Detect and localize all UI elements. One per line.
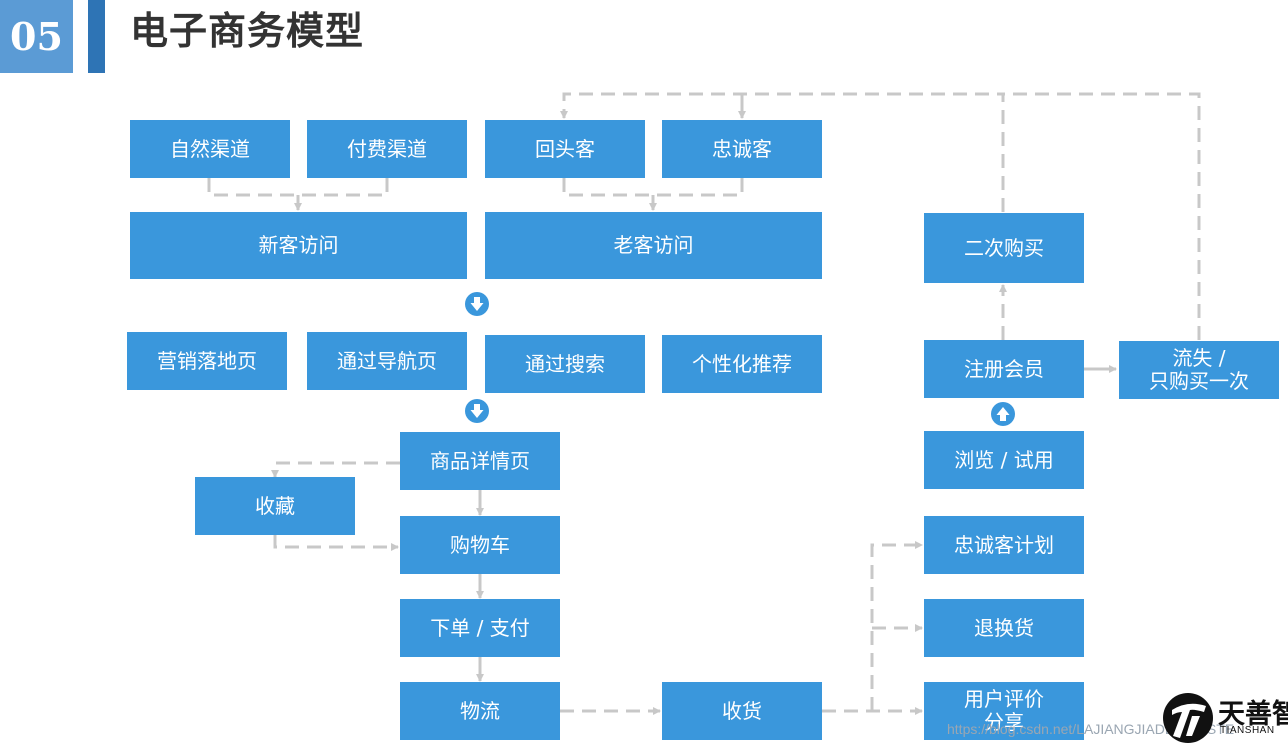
node-order-pay: 下单 / 支付	[400, 599, 560, 657]
connector-second-purchase-loop	[560, 92, 1005, 212]
connector-receive-to-loyalty-plan	[870, 541, 923, 711]
arrow-down-circle-icon	[465, 292, 489, 316]
connector-favorites-to-cart	[273, 535, 399, 551]
node-search: 通过搜索	[485, 335, 645, 393]
node-browse-trial: 浏览 / 试用	[924, 431, 1084, 489]
node-paid-channel: 付费渠道	[307, 120, 467, 178]
connector-churn-loop	[1003, 92, 1201, 340]
logo-name: 天善智	[1218, 699, 1288, 730]
node-review-share: 用户评价 分享	[924, 682, 1084, 740]
node-favorites: 收藏	[195, 477, 355, 535]
section-number-badge: 05	[0, 0, 73, 73]
node-nav-page: 通过导航页	[307, 332, 467, 390]
logo-subtitle: TIANSHAN	[1220, 725, 1275, 736]
node-recommendation: 个性化推荐	[662, 335, 822, 393]
node-cart: 购物车	[400, 516, 560, 574]
connector-returning-merge	[562, 178, 744, 197]
title-accent-bar	[88, 0, 105, 73]
node-new-visit: 新客访问	[130, 212, 467, 279]
node-receive: 收货	[662, 682, 822, 740]
node-natural-channel: 自然渠道	[130, 120, 290, 178]
node-marketing-landing: 营销落地页	[127, 332, 287, 390]
arrow-down-circle-icon	[465, 399, 489, 423]
node-return-exchange: 退换货	[924, 599, 1084, 657]
node-register: 注册会员	[924, 340, 1084, 398]
node-loyalty-plan: 忠诚客计划	[924, 516, 1084, 574]
arrow-up-circle-icon	[991, 402, 1015, 426]
node-logistics: 物流	[400, 682, 560, 740]
page-title: 电子商务模型	[130, 9, 365, 53]
connector-channels-merge	[207, 178, 389, 197]
node-churn: 流失 / 只购买一次	[1119, 341, 1279, 399]
brand-logo: 天善智 TIANSHAN	[1160, 688, 1288, 749]
logo-mark-icon	[1163, 693, 1213, 743]
node-loyal-customer: 忠诚客	[662, 120, 822, 178]
node-returning-customer: 回头客	[485, 120, 645, 178]
connector-detail-to-favorites	[271, 461, 400, 478]
node-product-detail: 商品详情页	[400, 432, 560, 490]
node-second-purchase: 二次购买	[924, 213, 1084, 283]
node-old-visit: 老客访问	[485, 212, 822, 279]
watermark-url: https://blog.csdn.net/LAJIANGJIADEXIANST…	[947, 721, 1235, 737]
